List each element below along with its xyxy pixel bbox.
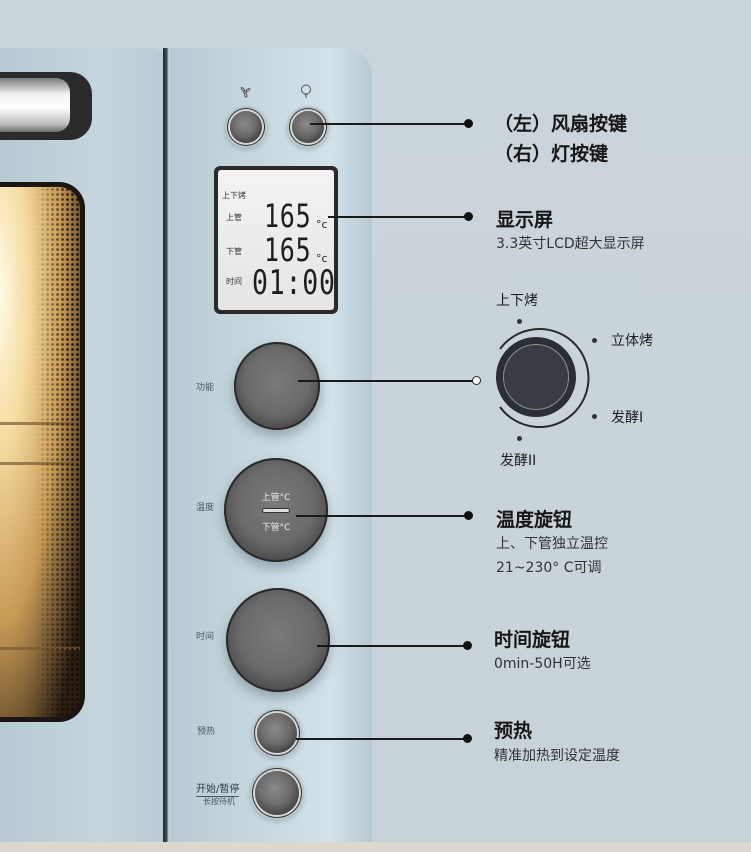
preheat-button[interactable] <box>257 713 297 753</box>
lcd-upper-label: 上管 <box>226 213 242 222</box>
callout-dot <box>463 734 472 743</box>
door-handle <box>0 72 92 140</box>
oven-window <box>0 182 85 722</box>
mode-dot <box>517 319 522 324</box>
callout-dot <box>464 212 473 221</box>
time-knob[interactable] <box>226 588 330 692</box>
temp-callout-desc1: 上、下管独立温控 <box>496 536 608 552</box>
lcd-lower-unit: °c <box>316 252 328 265</box>
handle-chrome <box>0 78 70 132</box>
lcd-display: 上下烤 上管 165 °c 下管 165 °c 时间 01:00 <box>214 166 338 314</box>
temp-callout-title: 温度旋钮 <box>496 509 573 531</box>
temperature-label: 温度 <box>196 503 215 513</box>
callout-line-buttons <box>310 123 468 125</box>
light-button[interactable] <box>292 111 324 143</box>
mode-dot <box>517 436 522 441</box>
oven-rack <box>0 647 80 650</box>
time-label: 时间 <box>196 632 215 642</box>
callout-dot <box>463 641 472 650</box>
fan-icon <box>240 87 251 98</box>
display-callout-title: 显示屏 <box>496 209 554 231</box>
lcd-time-label: 时间 <box>226 277 242 286</box>
lcd-upper-unit: °c <box>316 218 328 231</box>
start-pause-label: 开始/暂停 <box>196 780 240 797</box>
time-callout-title: 时间旋钮 <box>494 629 571 651</box>
standby-label: 长按待机 <box>203 797 235 806</box>
callout-line-temperature <box>296 515 468 517</box>
upper-tube-label: 上管°C <box>261 493 291 503</box>
callout-line-preheat <box>296 738 467 740</box>
lcd-mode: 上下烤 <box>222 191 246 200</box>
preheat-label: 预热 <box>197 727 216 737</box>
lcd-time-value: 01:00 <box>252 263 336 303</box>
callout-line-function <box>298 380 473 382</box>
lcd-lower-value: 165 <box>264 231 312 269</box>
temperature-knob[interactable]: 上管°C 下管°C <box>224 458 328 562</box>
door-edge <box>163 48 169 842</box>
lcd-lower-label: 下管 <box>226 247 242 256</box>
callout-line-display <box>328 216 468 218</box>
temp-callout-desc2: 21~230° C可调 <box>496 560 602 576</box>
fan-button[interactable] <box>230 111 262 143</box>
preheat-callout-desc: 精准加热到设定温度 <box>494 748 620 764</box>
mode-label-3d: 立体烤 <box>611 333 653 349</box>
lcd-screen: 上下烤 上管 165 °c 下管 165 °c 时间 01:00 <box>218 170 336 310</box>
countertop <box>0 842 751 852</box>
mode-dot <box>592 338 597 343</box>
oven-rack <box>0 462 80 465</box>
buttons-callout-line1: （左）风扇按键 <box>494 113 628 135</box>
callout-dot <box>464 511 473 520</box>
function-knob[interactable] <box>234 342 320 430</box>
callout-line-time <box>317 645 467 647</box>
bulb-icon <box>301 84 311 98</box>
knob-indicator <box>262 508 290 513</box>
dial-arc <box>499 328 590 428</box>
mode-label-upper-lower: 上下烤 <box>496 293 538 309</box>
mode-dot <box>592 414 597 419</box>
mode-label-ferment-2: 发酵II <box>500 453 537 469</box>
display-callout-desc: 3.3英寸LCD超大显示屏 <box>496 236 645 252</box>
time-callout-desc: 0min-50H可选 <box>494 656 591 672</box>
lower-tube-label: 下管°C <box>261 523 291 533</box>
function-dial-face <box>503 344 569 410</box>
callout-ring-dot <box>472 376 481 385</box>
mode-label-ferment-1: 发酵I <box>611 410 644 426</box>
lcd-upper-value: 165 <box>264 197 312 235</box>
start-pause-button[interactable] <box>255 771 299 815</box>
callout-dot <box>464 119 473 128</box>
oven-rack <box>0 422 80 425</box>
buttons-callout-line2: （右）灯按键 <box>494 143 609 165</box>
preheat-callout-title: 预热 <box>494 720 533 742</box>
function-label: 功能 <box>196 383 215 393</box>
